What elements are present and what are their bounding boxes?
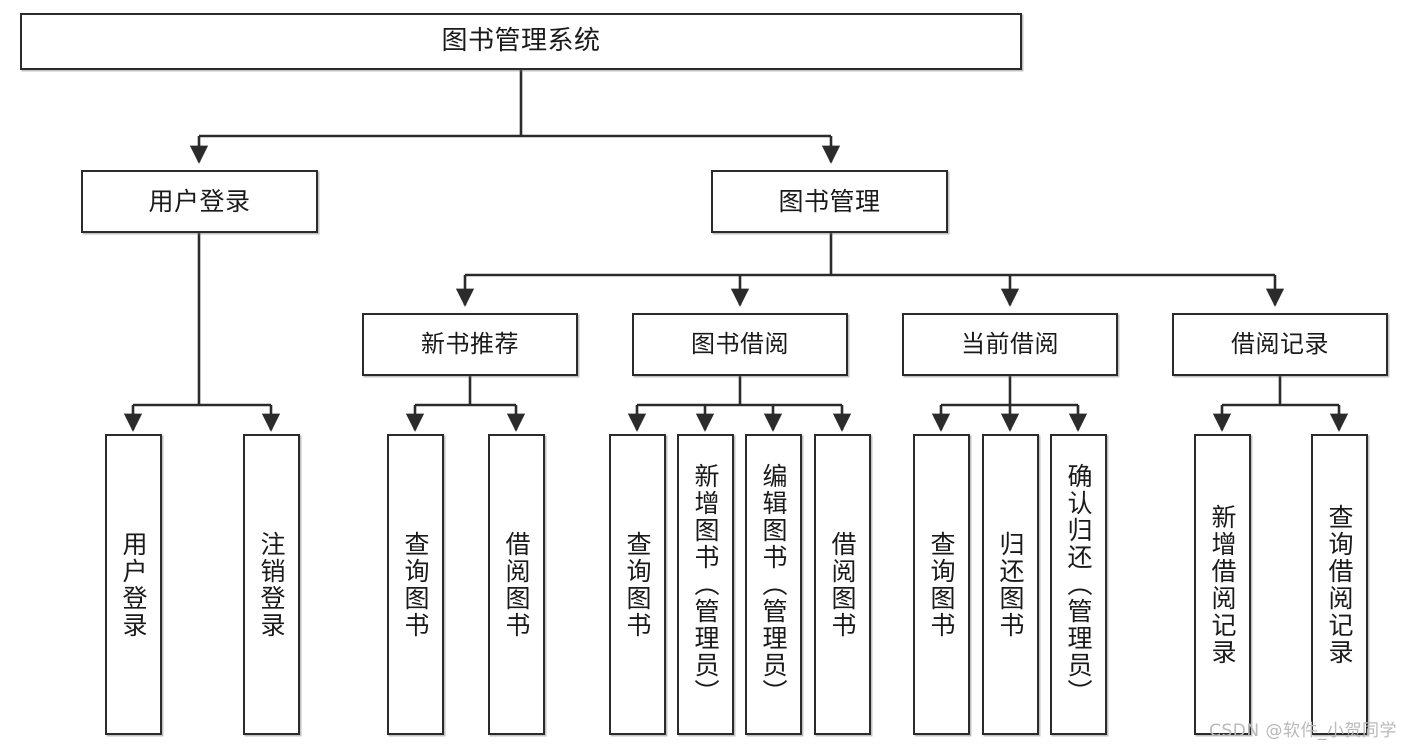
node-label: 归还图书 [996,531,1025,639]
node-label: 查询借阅记录 [1325,504,1354,666]
watermark-text: CSDN @软件_小贺同学 [1209,721,1397,741]
node-book-borrowing[interactable]: 图书借阅 [632,313,848,376]
node-current-borrowing[interactable]: 当前借阅 [902,313,1118,376]
node-label: 用户登录 [148,186,251,216]
node-label: 用户登录 [119,531,148,639]
leaf-current-borrow-return-books[interactable]: 归还图书 [982,434,1039,735]
leaf-record-query-borrow-record[interactable]: 查询借阅记录 [1311,434,1368,735]
node-borrowing-record[interactable]: 借阅记录 [1172,313,1388,376]
node-label: 图书借阅 [691,330,789,359]
leaf-new-book-query-books[interactable]: 查询图书 [387,434,444,735]
node-label: 图书管理系统 [441,26,601,57]
node-new-book-recommendation[interactable]: 新书推荐 [362,313,578,376]
node-user-login[interactable]: 用户登录 [81,170,318,233]
node-root-book-management-system[interactable]: 图书管理系统 [20,13,1022,70]
leaf-book-borrow-edit-book-admin[interactable]: 编辑图书（管理员） [745,434,802,735]
node-label: 图书管理 [778,186,881,216]
node-label: 借阅图书 [502,531,531,639]
leaf-user-login-login[interactable]: 用户登录 [105,434,162,735]
node-book-management[interactable]: 图书管理 [711,170,948,233]
leaf-new-book-borrow-books[interactable]: 借阅图书 [488,434,545,735]
leaf-record-add-borrow-record[interactable]: 新增借阅记录 [1194,434,1251,735]
node-label: 新增借阅记录 [1208,504,1237,666]
leaf-book-borrow-borrow-books[interactable]: 借阅图书 [814,434,871,735]
leaf-current-borrow-query-books[interactable]: 查询图书 [913,434,970,735]
node-label: 确认归还（管理员） [1064,463,1093,706]
node-label: 借阅图书 [828,531,857,639]
leaf-current-borrow-confirm-return-admin[interactable]: 确认归还（管理员） [1050,434,1107,735]
leaf-book-borrow-query-books[interactable]: 查询图书 [609,434,666,735]
node-label: 借阅记录 [1231,330,1329,359]
node-label: 查询图书 [927,531,956,639]
node-label: 注销登录 [257,531,286,639]
node-label: 新增图书（管理员） [691,463,720,706]
leaf-book-borrow-add-book-admin[interactable]: 新增图书（管理员） [677,434,734,735]
node-label: 编辑图书（管理员） [759,463,788,706]
node-label: 当前借阅 [961,330,1059,359]
leaf-user-login-logout[interactable]: 注销登录 [243,434,300,735]
node-label: 查询图书 [623,531,652,639]
node-label: 查询图书 [401,531,430,639]
node-label: 新书推荐 [421,330,519,359]
